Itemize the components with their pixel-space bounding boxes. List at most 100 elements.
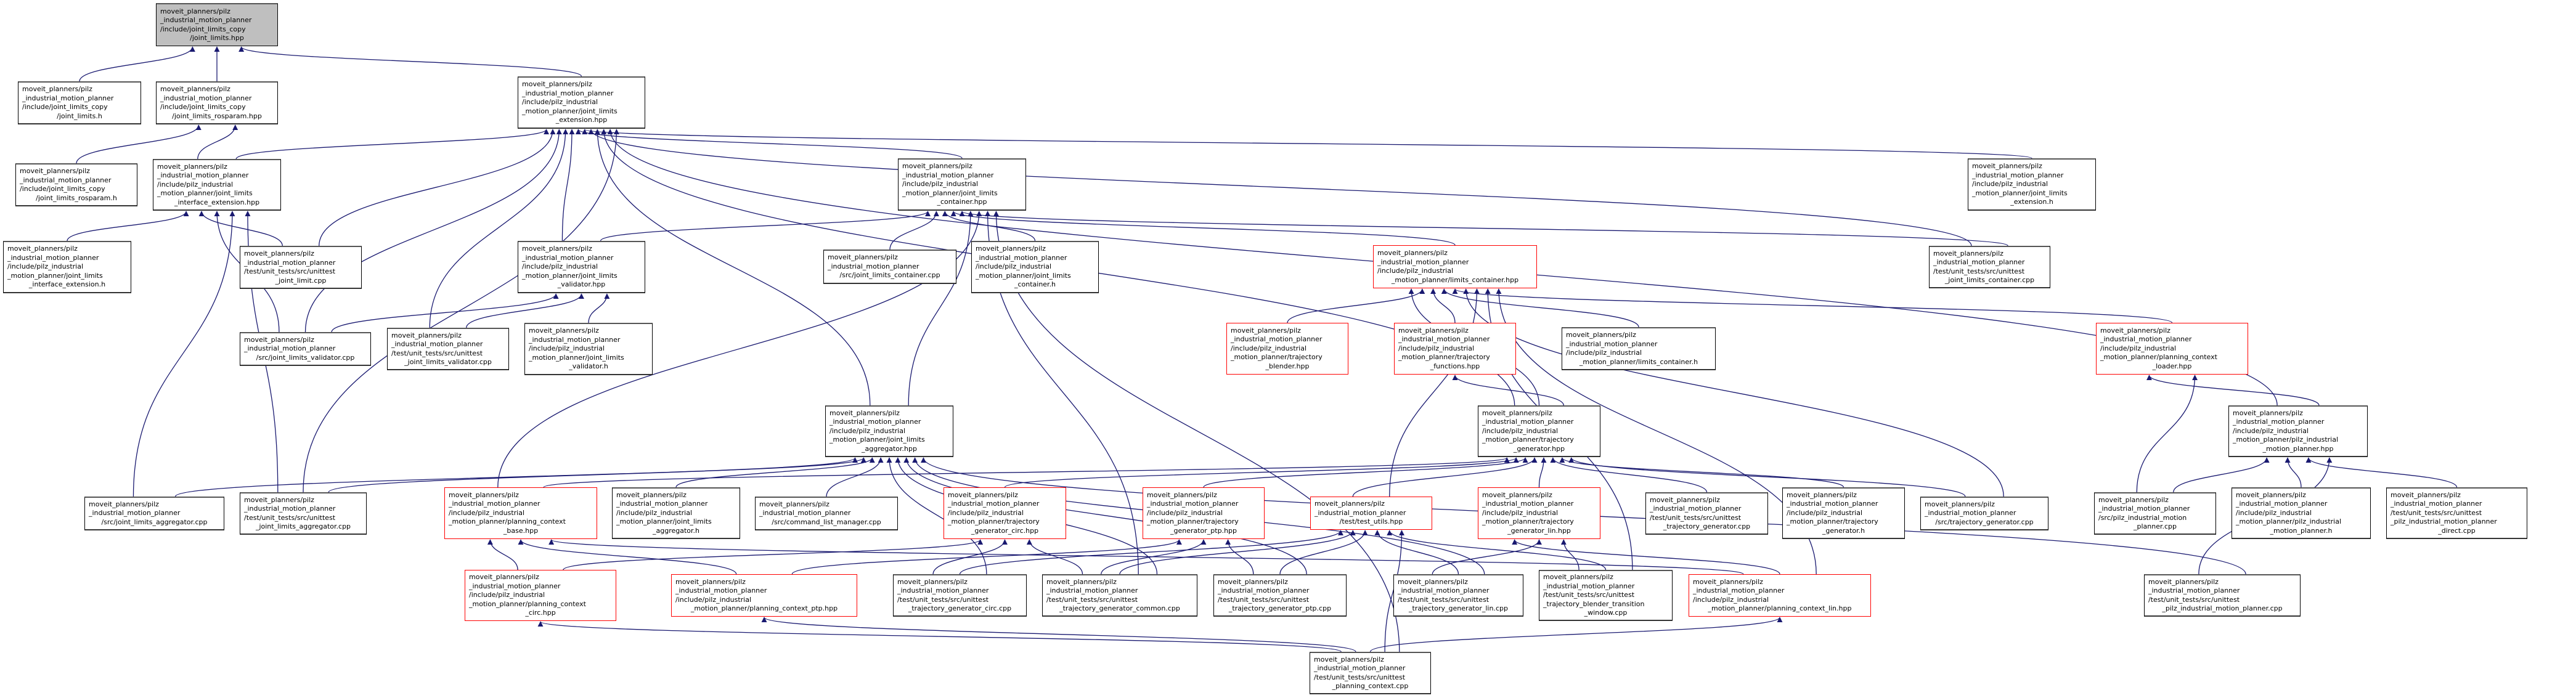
graph-node[interactable]: moveit_planners/pilz_industrial_motion_p… — [1562, 327, 1716, 370]
node-label-line: _industrial_motion_planner — [160, 94, 252, 102]
include-edge — [1432, 539, 1542, 575]
graph-node[interactable]: moveit_planners/pilz_industrial_motion_p… — [671, 574, 857, 617]
include-edge — [548, 539, 1744, 575]
node-label-line: _industrial_motion_planner — [522, 253, 614, 262]
node-label-line: _base.hpp — [503, 526, 539, 535]
graph-node[interactable]: moveit_planners/pilz_industrial_motion_p… — [84, 497, 224, 530]
graph-node[interactable]: moveit_planners/pilz_industrial_motion_p… — [1478, 487, 1600, 539]
node-label-line: moveit_planners/pilz — [976, 245, 1046, 253]
node-label-line: /include/pilz_industrial — [1482, 426, 1559, 435]
node-label-line: _joint_limits_validator.cpp — [404, 358, 492, 366]
node-label-line: /include/pilz_industrial — [522, 262, 598, 271]
node-label-line: /include/pilz_industrial — [522, 98, 598, 107]
graph-node[interactable]: moveit_planners/pilz_industrial_motion_p… — [524, 323, 653, 375]
node-label-line: _extension.h — [2010, 198, 2053, 206]
include-edge — [1452, 288, 2173, 323]
node-label-line: _trajectory_generator_common.cpp — [1059, 604, 1180, 612]
graph-node[interactable]: moveit_planners/pilz_industrial_motion_p… — [944, 487, 1066, 539]
include-edge — [908, 211, 974, 406]
node-label-line: _planner.cpp — [2133, 522, 2177, 530]
node-label-line: _industrial_motion_planner — [759, 509, 851, 517]
graph-node[interactable]: moveit_planners/pilz_industrial_motion_p… — [1394, 323, 1516, 375]
graph-node[interactable]: moveit_planners/pilz_industrial_motion_p… — [1929, 246, 2050, 288]
graph-node[interactable]: moveit_planners/pilz_industrial_motion_p… — [240, 492, 367, 535]
node-label-line: _trajectory_generator.cpp — [1663, 522, 1751, 530]
node-label-line: /include/pilz_industrial — [529, 344, 605, 353]
include-edge — [1119, 530, 1356, 575]
include-edge — [932, 539, 1008, 575]
graph-node[interactable]: moveit_planners/pilz_industrial_motion_p… — [465, 570, 616, 621]
graph-node[interactable]: moveit_planners/pilz_industrial_motion_p… — [518, 76, 645, 129]
node-label-line: moveit_planners/pilz — [1218, 577, 1288, 586]
graph-node[interactable]: moveit_planners/pilz_industrial_motion_p… — [2094, 492, 2216, 535]
graph-node[interactable]: moveit_planners/pilz_industrial_motion_p… — [156, 81, 278, 124]
graph-node[interactable]: moveit_planners/pilz_industrial_motion_p… — [240, 246, 362, 289]
include-edge — [76, 124, 202, 164]
graph-node[interactable]: moveit_planners/pilz_industrial_motion_p… — [1042, 574, 1197, 617]
node-label-line: /test/unit_tests/src/unittest — [1314, 673, 1406, 681]
node-label-line: _industrial_motion_planner — [675, 586, 767, 595]
graph-node[interactable]: moveit_planners/pilz_industrial_motion_p… — [1226, 323, 1348, 375]
graph-node[interactable]: moveit_planners/pilz_industrial_motion_p… — [444, 487, 597, 539]
node-label-line: _motion_planner/trajectory — [1147, 517, 1239, 526]
node-label-line: _industrial_motion_planner — [244, 505, 336, 513]
node-label-line: _motion_planner/limits_container.h — [1579, 357, 1698, 366]
node-label-line: /joint_limits_rosparam.h — [36, 193, 117, 202]
graph-node[interactable]: moveit_planners/pilz_industrial_motion_p… — [1689, 574, 1871, 617]
graph-node[interactable]: moveit_planners/pilz_industrial_motion_p… — [893, 574, 1027, 617]
graph-node[interactable]: moveit_planners/pilz_industrial_motion_p… — [1968, 158, 2096, 211]
node-label-line: _trajectory_generator_circ.cpp — [908, 604, 1012, 612]
graph-node[interactable]: moveit_planners/pilz_industrial_motion_p… — [612, 487, 740, 539]
node-label-line: /test/unit_tests/src/unittest — [1398, 595, 1490, 604]
graph-node[interactable]: moveit_planners/pilz_industrial_motion_p… — [3, 241, 131, 293]
graph-node[interactable]: moveit_planners/pilz_industrial_motion_p… — [2144, 574, 2301, 617]
node-label-line: _industrial_motion_planner — [1650, 505, 1742, 513]
node-label-line: _motion_planner/limits_container.hpp — [1391, 275, 1519, 284]
include-edge — [1384, 530, 1405, 652]
graph-node[interactable]: moveit_planners/pilz_industrial_motion_p… — [1143, 487, 1265, 539]
graph-node[interactable]: moveit_planners/pilz_industrial_motion_p… — [1310, 652, 1431, 694]
node-label-line: /src/joint_limits_aggregator.cpp — [101, 517, 208, 526]
graph-node-root[interactable]: moveit_planners/pilz_industrial_motion_p… — [156, 3, 278, 46]
graph-node[interactable]: moveit_planners/pilz_industrial_motion_p… — [1645, 492, 1768, 535]
graph-node[interactable]: moveit_planners/pilz_industrial_motion_p… — [2228, 405, 2368, 457]
graph-node[interactable]: moveit_planners/pilz_industrial_motion_p… — [755, 497, 898, 530]
node-label-line: /test/unit_tests/src/unittest — [2148, 595, 2240, 604]
node-label-line: _industrial_motion_planner — [1231, 335, 1323, 344]
graph-node[interactable]: moveit_planners/pilz_industrial_motion_p… — [1213, 574, 1347, 617]
graph-node[interactable]: moveit_planners/pilz_industrial_motion_p… — [153, 159, 281, 211]
include-edge — [1203, 457, 1528, 488]
graph-node[interactable]: moveit_planners/pilz_industrial_motion_p… — [1393, 574, 1523, 617]
node-label-line: moveit_planners/pilz — [2148, 577, 2219, 586]
graph-node[interactable]: moveit_planners/pilz_industrial_motion_p… — [825, 405, 953, 457]
graph-node[interactable]: moveit_planners/pilz_industrial_motion_p… — [971, 241, 1099, 293]
node-label-line: _industrial_motion_planner — [1377, 258, 1469, 266]
node-label-line: _motion_planner/joint_limits — [976, 271, 1071, 280]
graph-node[interactable]: moveit_planners/pilz_industrial_motion_p… — [387, 328, 509, 370]
node-label-line: _industrial_motion_planner — [1314, 664, 1406, 672]
node-label-line: /test/unit_tests/src/unittest — [1218, 595, 1310, 604]
graph-node[interactable]: moveit_planners/pilz_industrial_motion_p… — [2386, 487, 2527, 539]
node-label-line: _motion_planner/trajectory — [1482, 517, 1574, 526]
graph-node[interactable]: moveit_planners/pilz_industrial_motion_p… — [1920, 497, 2048, 530]
graph-node[interactable]: moveit_planners/pilz_industrial_motion_p… — [823, 250, 956, 284]
graph-node[interactable]: moveit_planners/pilz_industrial_motion_p… — [1310, 497, 1432, 530]
include-edge — [1538, 457, 1547, 488]
graph-node[interactable]: moveit_planners/pilz_industrial_motion_p… — [1539, 570, 1673, 621]
node-label-line: moveit_planners/pilz — [1046, 577, 1117, 586]
node-label-line: _interface_extension.h — [28, 280, 106, 289]
node-label-line: moveit_planners/pilz — [522, 245, 592, 253]
graph-node[interactable]: moveit_planners/pilz_industrial_motion_p… — [1782, 487, 1905, 539]
graph-node[interactable]: moveit_planners/pilz_industrial_motion_p… — [1373, 245, 1537, 288]
node-label-line: _aggregator.hpp — [862, 444, 917, 453]
node-label-line: _joint_limits_container.cpp — [1944, 276, 2035, 284]
graph-node[interactable]: moveit_planners/pilz_industrial_motion_p… — [2096, 323, 2248, 375]
graph-node[interactable]: moveit_planners/pilz_industrial_motion_p… — [240, 332, 371, 366]
graph-node[interactable]: moveit_planners/pilz_industrial_motion_p… — [1478, 405, 1600, 457]
graph-node[interactable]: moveit_planners/pilz_industrial_motion_p… — [18, 81, 141, 124]
include-edge — [588, 293, 610, 323]
graph-node[interactable]: moveit_planners/pilz_industrial_motion_p… — [15, 163, 137, 206]
graph-node[interactable]: moveit_planners/pilz_industrial_motion_p… — [2232, 487, 2371, 539]
graph-node[interactable]: moveit_planners/pilz_industrial_motion_p… — [898, 158, 1026, 211]
graph-node[interactable]: moveit_planners/pilz_industrial_motion_p… — [518, 241, 645, 293]
